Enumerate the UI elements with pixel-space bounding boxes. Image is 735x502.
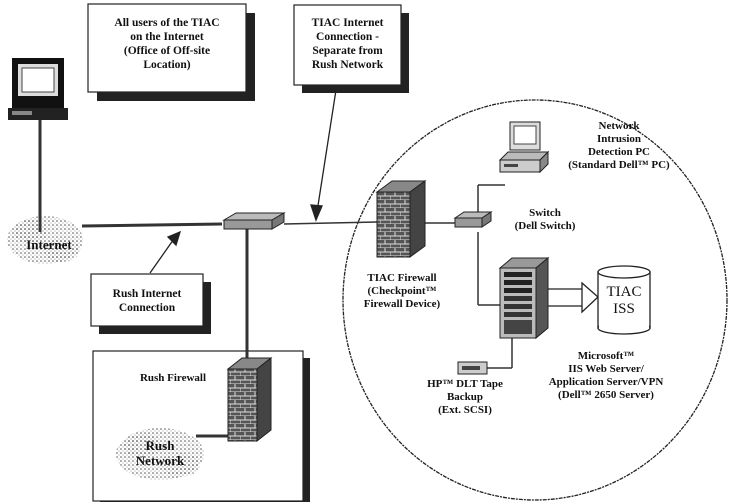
tiac-connection-line-4: Rush Network: [311, 59, 384, 71]
internet-cloud-icon: [7, 216, 83, 264]
tape-line-2: Backup: [446, 391, 484, 403]
server-line-3: Application Server/VPN: [548, 376, 664, 388]
user-terminal-icon: [8, 58, 68, 120]
ids-pc-label: Network Intrusion Detection PC (Standard…: [560, 120, 678, 172]
tiac-connection-arrow: [310, 89, 337, 222]
tiac-connection-callout-box: [293, 4, 409, 93]
rush-network-line-1: Rush: [145, 438, 175, 453]
switch-line-1: Switch: [529, 207, 561, 219]
hub-icon: [222, 212, 286, 230]
server-line-4: (Dell™ 2650 Server): [558, 389, 654, 401]
rush-connection-line-2: Connection: [118, 302, 176, 314]
server-line-2: IIS Web Server/: [568, 363, 644, 375]
ids-pc-line-4: (Standard Dell™ PC): [568, 159, 670, 171]
tiac-connection-line-2: Connection -: [316, 31, 379, 43]
ids-pc-line-1: Network: [598, 120, 640, 132]
server-to-iss-arrow: [548, 281, 599, 314]
tiac-iss-label: TIAC ISS: [598, 284, 650, 318]
rush-connection-arrow: [149, 230, 182, 274]
tiac-connection-line-1: TIAC Internet: [311, 17, 384, 29]
tiac-iss-line-2: ISS: [613, 301, 635, 317]
tiac-iss-line-1: TIAC: [606, 284, 642, 300]
server-line-1: Microsoft™: [577, 350, 635, 362]
rush-connection-line-1: Rush Internet: [112, 288, 182, 300]
intrusion-detection-pc-icon: [498, 121, 550, 174]
users-callout-line-3: (Office of Off-site: [123, 45, 211, 57]
tiac-iss-database-icon: [597, 265, 651, 335]
tiac-firewall-line-1: TIAC Firewall: [367, 272, 437, 284]
tiac-connection-line-3: Separate from: [312, 45, 383, 57]
tape-line-1: HP™ DLT Tape: [427, 378, 503, 390]
users-callout-label: All users of the TIAC on the Internet (O…: [92, 16, 242, 72]
internet-label: Internet: [26, 237, 72, 252]
users-callout-line-1: All users of the TIAC: [114, 17, 220, 29]
rush-network-cloud-icon: [116, 428, 204, 480]
server-icon: [498, 256, 550, 340]
rush-connection-callout-box: [90, 273, 211, 334]
internet-to-hub-line: [81, 222, 223, 228]
tiac-connection-callout-label: TIAC Internet Connection - Separate from…: [296, 16, 399, 72]
tiac-firewall-label: TIAC Firewall (Checkpoint™ Firewall Devi…: [350, 272, 454, 311]
tape-backup-label: HP™ DLT Tape Backup (Ext. SCSI): [415, 378, 515, 417]
rush-firewall-icon: [226, 356, 273, 443]
switch-line-2: (Dell Switch): [514, 220, 576, 232]
rush-connection-callout-label: Rush Internet Connection: [93, 287, 201, 315]
ids-pc-line-3: Detection PC: [587, 146, 650, 158]
switch-icon: [453, 211, 493, 228]
switch-label: Switch (Dell Switch): [505, 207, 585, 233]
users-callout-line-4: Location): [143, 59, 191, 71]
tiac-firewall-icon: [375, 180, 427, 258]
rush-network-label: Rush Network: [128, 438, 192, 468]
users-callout-line-2: on the Internet: [130, 31, 204, 43]
hub-to-tiac-firewall-line: [283, 221, 378, 225]
tape-backup-icon: [457, 361, 488, 375]
server-label: Microsoft™ IIS Web Server/ Application S…: [536, 350, 676, 402]
tiac-zone-circle: [342, 99, 728, 501]
rush-network-line-2: Network: [135, 453, 185, 468]
tiac-firewall-line-2: (Checkpoint™: [367, 285, 437, 297]
ids-pc-line-2: Intrusion: [596, 133, 642, 145]
tiac-firewall-line-3: Firewall Device): [363, 298, 441, 310]
rush-firewall-label: Rush Firewall: [139, 372, 207, 384]
users-callout-box: [87, 3, 255, 101]
tape-line-3: (Ext. SCSI): [438, 404, 492, 416]
